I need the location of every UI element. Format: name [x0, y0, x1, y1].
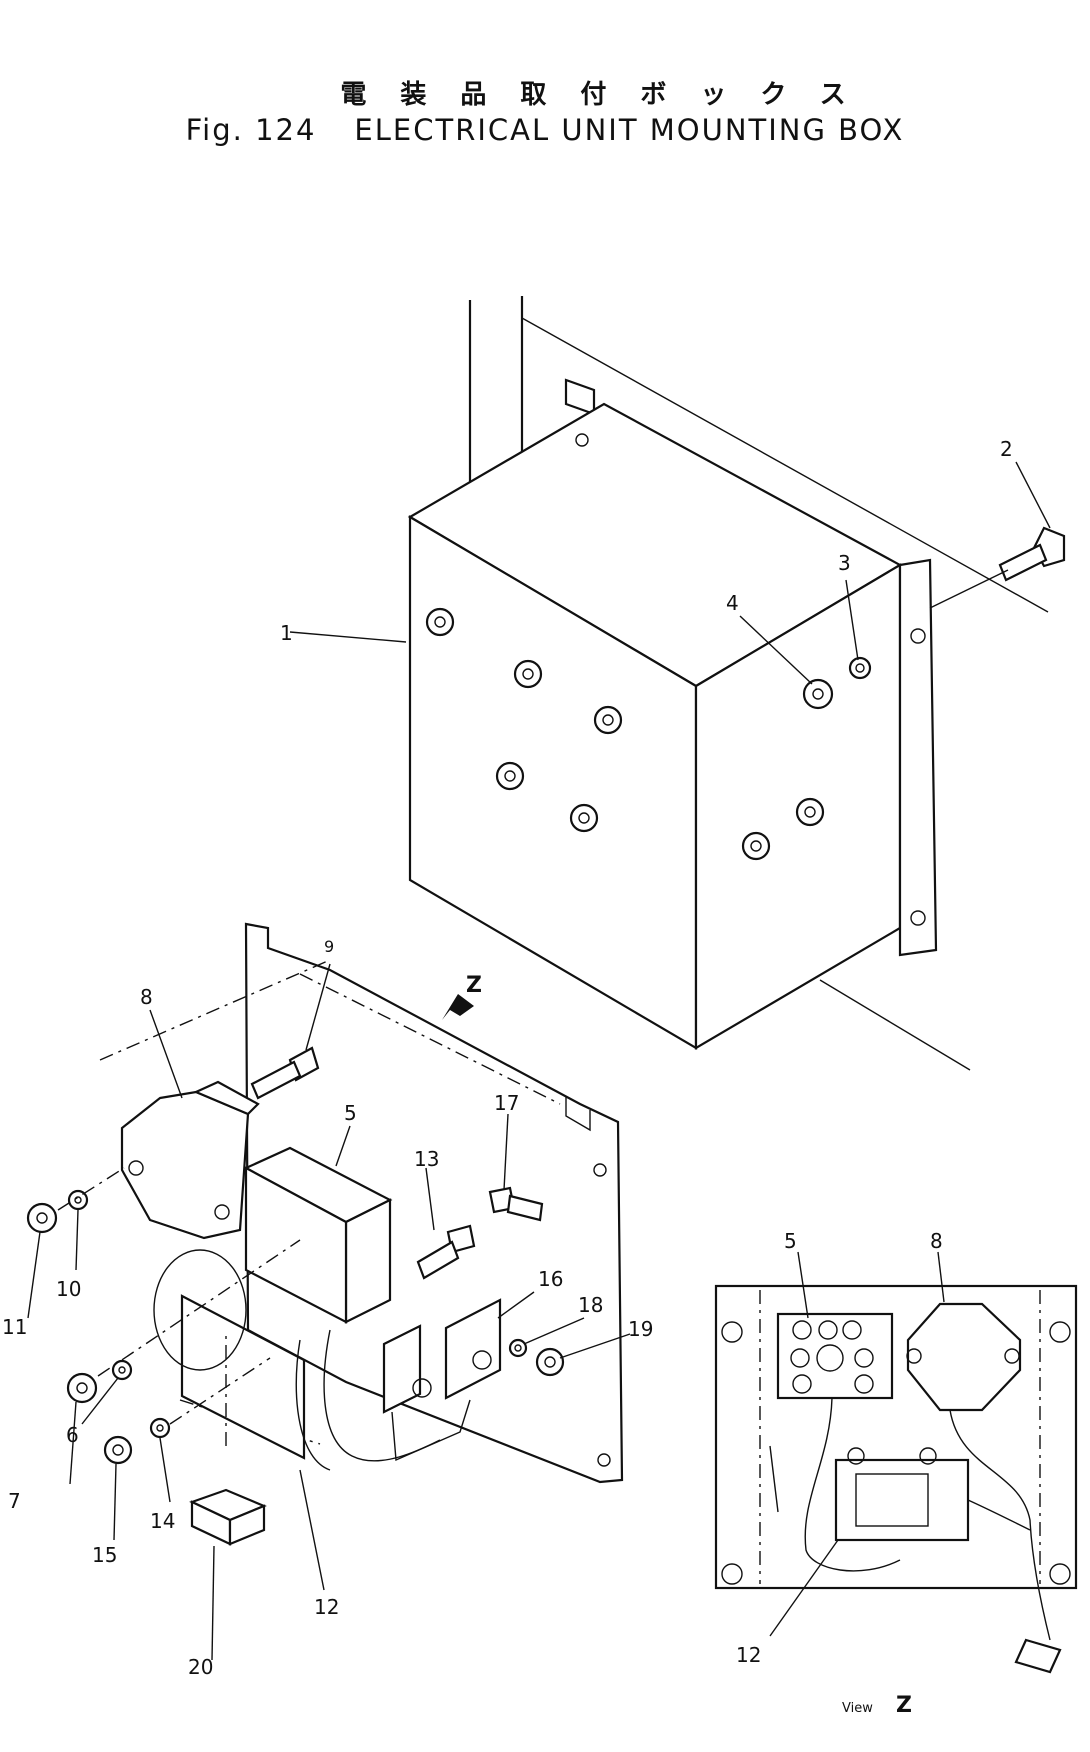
unit-part-12 — [153, 1249, 306, 1460]
inset-unit-12 — [834, 1447, 970, 1542]
mounting-box — [407, 296, 1066, 1071]
electrical-panel — [26, 922, 624, 1546]
callout-5: 5 — [344, 1101, 357, 1125]
nut-part-15 — [103, 1435, 133, 1465]
callout-16: 16 — [538, 1267, 563, 1291]
box-nut — [425, 607, 455, 637]
bolt-part-17 — [488, 1186, 544, 1222]
box-nut — [495, 761, 525, 791]
callout-20: 20 — [188, 1655, 213, 1679]
callout-7: 7 — [8, 1489, 21, 1513]
view-arrow-label: Z — [466, 973, 482, 998]
callout-11: 11 — [2, 1315, 27, 1339]
figure-title: ELECTRICAL UNIT MOUNTING BOX — [354, 113, 905, 147]
callouts: 1 2 3 4 5 6 7 8 9 10 11 12 13 14 15 16 1… — [2, 437, 1013, 1679]
box-nut — [795, 797, 825, 827]
washer-part-14 — [149, 1417, 171, 1439]
inset-view-letter: Z — [896, 1693, 912, 1718]
callout-17: 17 — [494, 1091, 519, 1115]
leader-lines — [27, 461, 1051, 1661]
inset-relay-5 — [776, 1312, 894, 1400]
inset-callout-5: 5 — [784, 1229, 797, 1253]
callout-18: 18 — [578, 1293, 603, 1317]
box-nut — [593, 705, 623, 735]
bolt-part-13 — [416, 1224, 476, 1280]
inset-view-word: View — [842, 1701, 873, 1716]
callout-15: 15 — [92, 1543, 117, 1567]
callout-19: 19 — [628, 1317, 653, 1341]
nut-part-19 — [535, 1347, 565, 1377]
nut-part-7 — [66, 1372, 98, 1404]
callout-9: 9 — [324, 937, 334, 956]
bolt-part-2 — [929, 526, 1066, 609]
washer-part-6 — [111, 1359, 133, 1381]
callout-12: 12 — [314, 1595, 339, 1619]
inset-callout-12: 12 — [736, 1643, 761, 1667]
callout-14: 14 — [150, 1509, 175, 1533]
nut-part-4 — [802, 678, 834, 710]
callout-4: 4 — [726, 591, 739, 615]
callout-3: 3 — [838, 551, 851, 575]
figure-number: Fig. 124 — [185, 113, 317, 147]
box-nut — [513, 659, 543, 689]
nut-part-11 — [26, 1202, 58, 1234]
title-japanese: 電装品取付ボックス — [340, 80, 880, 110]
washer-part-18 — [508, 1338, 528, 1358]
box-nut — [569, 803, 599, 833]
callout-10: 10 — [56, 1277, 81, 1301]
inset-callout-8: 8 — [930, 1229, 943, 1253]
unit-part-8 — [120, 1080, 260, 1240]
title-block: 電装品取付ボックス Fig. 124 ELECTRICAL UNIT MOUNTI… — [0, 80, 1090, 148]
callout-13: 13 — [414, 1147, 439, 1171]
cushion-part-20 — [189, 1488, 267, 1546]
callout-6: 6 — [66, 1423, 79, 1447]
inset-unit-8 — [906, 1302, 1022, 1412]
relay-part-5 — [243, 1146, 393, 1324]
callout-2: 2 — [1000, 437, 1013, 461]
title-english-line: Fig. 124 ELECTRICAL UNIT MOUNTING BOX — [0, 112, 1090, 148]
washer-part-3 — [848, 656, 872, 680]
view-z-arrow — [442, 994, 474, 1020]
callout-8: 8 — [140, 985, 153, 1009]
callout-1: 1 — [280, 621, 293, 645]
bolt-part-9 — [250, 1046, 320, 1100]
washer-part-10 — [67, 1189, 89, 1211]
box-nut — [741, 831, 771, 861]
inset-view-z: 5 8 12 View Z — [714, 1229, 1078, 1718]
